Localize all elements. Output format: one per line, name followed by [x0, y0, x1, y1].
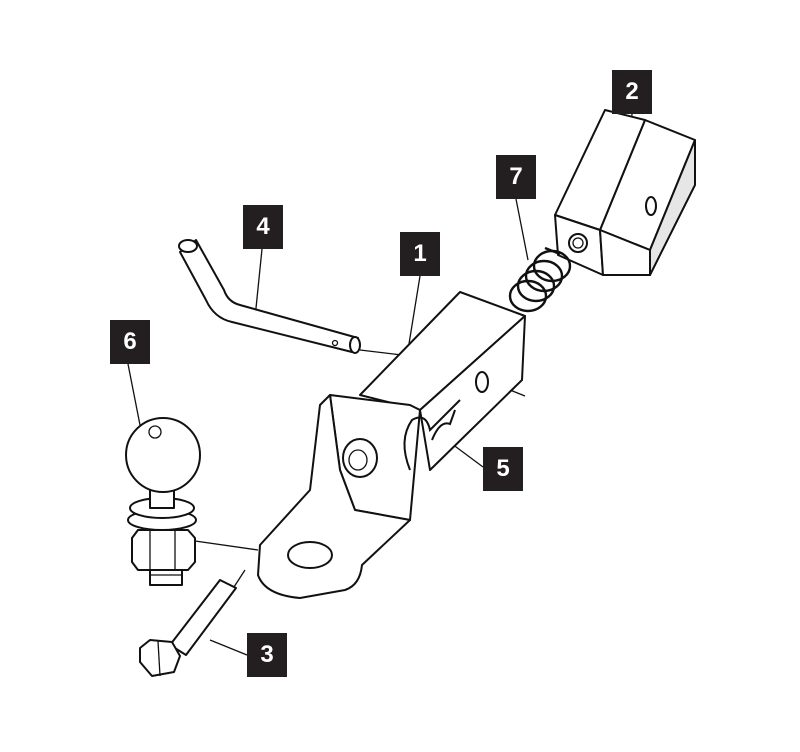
callout-5: 5	[483, 447, 523, 491]
part-6-trailer-ball	[125, 417, 201, 586]
callout-3: 3	[247, 633, 287, 677]
part-3-bolt	[139, 579, 237, 677]
callout-4: 4	[243, 205, 283, 249]
part-5-clip	[403, 399, 461, 471]
callout-2: 2	[612, 70, 652, 114]
callout-7: 7	[496, 155, 536, 199]
part-7-spring	[508, 246, 572, 313]
part-2-adapter-sleeve	[554, 109, 696, 276]
part-4-hitch-pin	[178, 239, 361, 354]
callout-6: 6	[110, 320, 150, 364]
part-1-ball-mount	[257, 291, 526, 599]
callout-1: 1	[400, 232, 440, 276]
